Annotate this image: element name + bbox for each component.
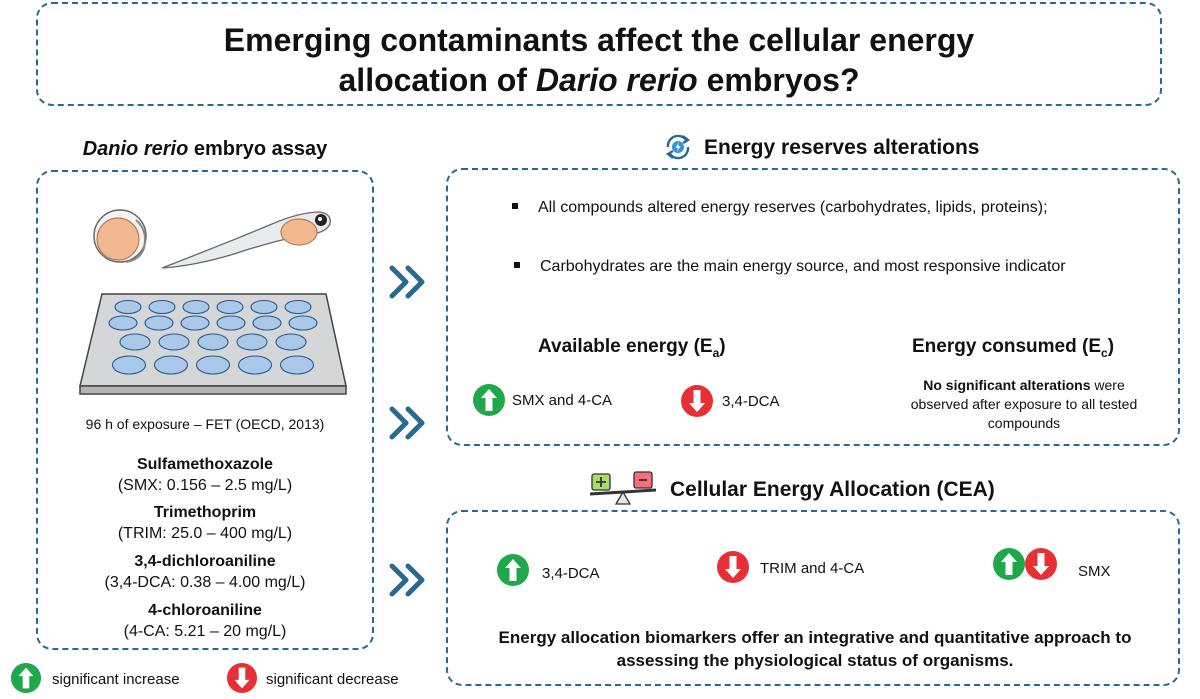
cea-both-label: SMX <box>1078 563 1111 580</box>
available-energy-heading: Available energy (Ea) <box>538 336 726 360</box>
page-title: Emerging contaminants affect the cellula… <box>38 20 1160 100</box>
embryo-assay-illustration <box>79 209 347 395</box>
plate-well <box>275 333 307 351</box>
title-line-1: Emerging contaminants affect the cellula… <box>223 22 975 58</box>
compound-concentration: (4-CA: 5.21 – 20 mg/L) <box>123 623 287 640</box>
cea-box <box>446 510 1180 686</box>
plate-well <box>119 333 151 351</box>
available-increase-label: SMX and 4-CA <box>512 392 613 409</box>
plate-well <box>182 299 210 315</box>
plate-well <box>158 333 190 351</box>
plate-well <box>216 315 246 331</box>
title-line-2: allocation of Dario rerio embryos? <box>38 60 1160 100</box>
consumed-note-bold: No significant alterations <box>923 377 1091 393</box>
assay-heading: Danio rerio embryo assay <box>36 138 374 161</box>
cea-conclusion: Energy allocation biomarkers offer an in… <box>498 628 1132 670</box>
plate-well <box>197 333 229 351</box>
plate-well <box>279 355 315 375</box>
plate-well <box>195 355 231 375</box>
legend-decrease: significant decrease <box>266 671 399 688</box>
consumed-note: No significant alterations were observed… <box>900 376 1148 433</box>
plate-well <box>153 355 189 375</box>
assay-heading-rest: embryo assay <box>188 138 328 160</box>
plate-well <box>288 315 318 331</box>
energy-cycle-icon <box>665 134 691 160</box>
plate-well <box>180 315 210 331</box>
cea-increase-label: 3,4-DCA <box>542 565 600 582</box>
paren: ) <box>1107 336 1115 357</box>
cea-decrease-label: TRIM and 4-CA <box>760 560 865 577</box>
assay-species: Danio rerio <box>82 138 189 160</box>
bullet-item: All compounds altered energy reserves (c… <box>512 199 1048 217</box>
title-line-2-post: embryos? <box>697 62 860 98</box>
compound-concentration: (SMX: 0.156 – 2.5 mg/L) <box>117 477 293 494</box>
bullet-marker <box>512 202 518 209</box>
plate-well <box>284 299 312 315</box>
plate-well <box>250 299 278 315</box>
balance-scale-icon <box>589 471 657 505</box>
compound-concentration: (TRIM: 25.0 – 400 mg/L) <box>117 525 293 542</box>
arrow-down-icon <box>226 662 258 694</box>
compound-concentration: (3,4-DCA: 0.38 – 4.00 mg/L) <box>104 574 306 591</box>
chevron-right-icon <box>389 265 425 299</box>
title-box: Emerging contaminants affect the cellula… <box>36 2 1162 106</box>
arrow-up-icon <box>10 662 42 694</box>
plate-well <box>108 315 138 331</box>
energy-consumed-heading: Energy consumed (Ec) <box>912 336 1114 360</box>
consumed-note-rest: were observed after exposure to all test… <box>910 377 1138 431</box>
arrow-up-icon <box>497 554 529 586</box>
title-species: Dario rerio <box>535 62 698 98</box>
compound-name: 4-chloroaniline <box>148 602 262 619</box>
available-energy-label: Available energy (E <box>538 336 713 357</box>
arrow-down-icon <box>717 551 749 583</box>
plate-well <box>236 333 268 351</box>
plate-well <box>111 355 147 375</box>
available-decrease-label: 3,4-DCA <box>722 393 780 410</box>
bullet-item: Carbohydrates are the main energy source… <box>514 258 1066 276</box>
chevron-right-icon <box>389 406 425 440</box>
arrow-down-icon <box>681 385 713 417</box>
bullet-text: All compounds altered energy reserves (c… <box>538 199 1048 216</box>
plate-well <box>252 315 282 331</box>
legend-increase: significant increase <box>52 671 180 688</box>
compound-name: Sulfamethoxazole <box>136 456 274 473</box>
plate-well <box>114 299 142 315</box>
energy-consumed-sub: c <box>1101 345 1108 360</box>
bullet-text: Carbohydrates are the main energy source… <box>540 258 1066 275</box>
plate-well <box>144 315 174 331</box>
plate-well <box>237 355 273 375</box>
larva-icon <box>161 211 331 269</box>
arrow-up-icon <box>993 548 1025 580</box>
multiwell-plate-icon <box>79 293 347 395</box>
chevron-right-icon <box>389 563 425 597</box>
arrow-down-icon <box>1025 548 1057 580</box>
compound-name: 3,4-dichloroaniline <box>134 553 276 570</box>
compound-name: Trimethoprim <box>153 504 257 521</box>
reserves-box <box>446 168 1180 446</box>
paren: ) <box>719 336 726 357</box>
exposure-text: 96 h of exposure – FET (OECD, 2013) <box>85 416 325 432</box>
title-line-2-pre: allocation of <box>338 62 536 98</box>
reserves-heading: Energy reserves alterations <box>704 136 980 159</box>
bullet-marker <box>514 261 520 268</box>
available-energy-sub: a <box>712 345 720 360</box>
plate-well <box>148 299 176 315</box>
assay-box <box>36 170 374 650</box>
energy-consumed-label: Energy consumed (E <box>912 336 1101 357</box>
plate-well <box>216 299 244 315</box>
cea-heading: Cellular Energy Allocation (CEA) <box>670 478 995 501</box>
embryo-icon <box>93 209 147 263</box>
arrow-up-icon <box>473 384 505 416</box>
